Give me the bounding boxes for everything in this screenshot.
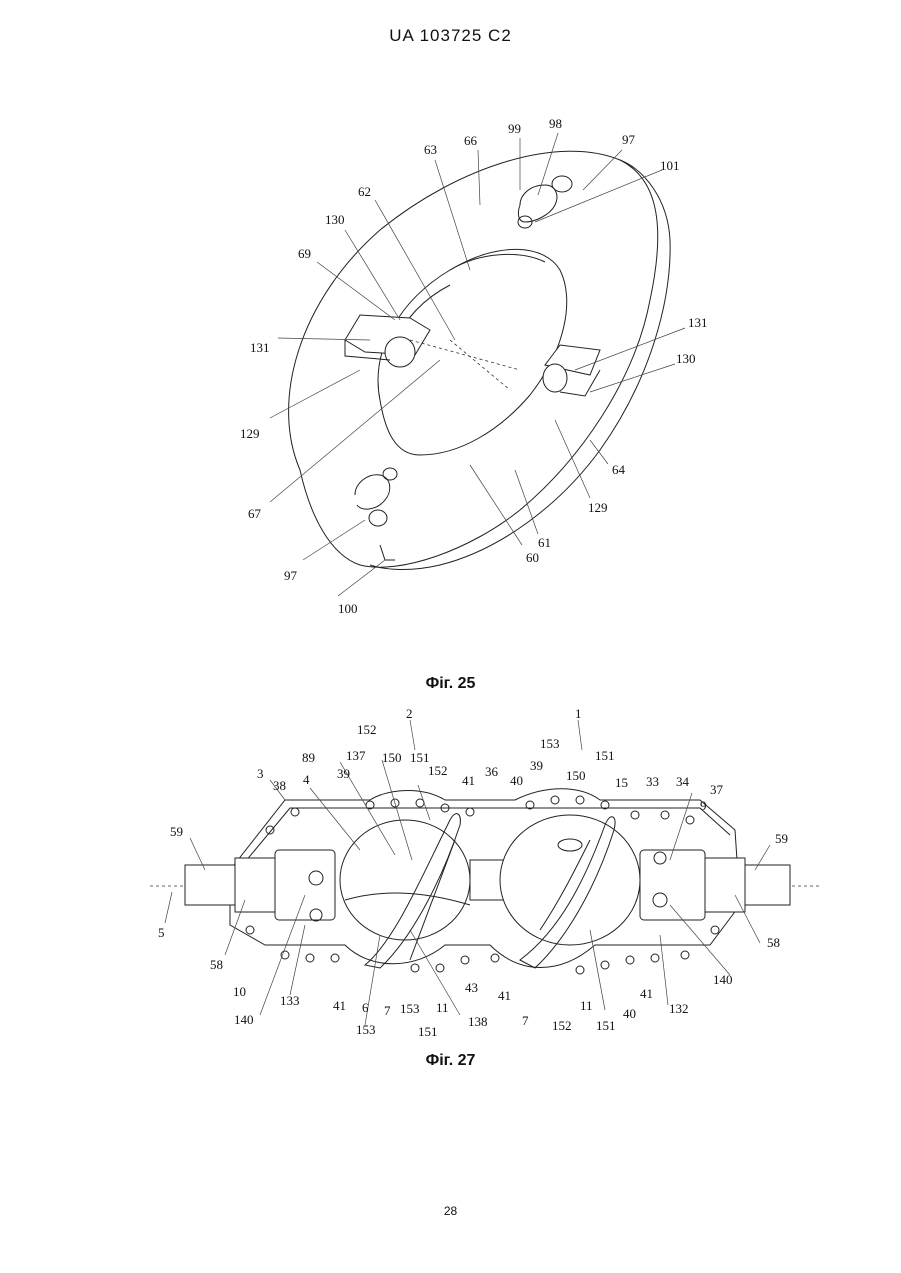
fig27-label: 153	[400, 1001, 420, 1016]
fig25-label: 131	[688, 315, 708, 330]
figure-25-caption: Фіг. 25	[0, 675, 901, 693]
fig27-label: 4	[303, 772, 310, 787]
fig27-label: 59	[170, 824, 183, 839]
fig25-label: 129	[240, 426, 260, 441]
figure-25-drawing: 99 98 97 66 63 101 62 130 69 131 131 130…	[0, 0, 901, 640]
fig27-label: 7	[384, 1003, 391, 1018]
fig27-label: 3	[257, 766, 264, 781]
fig27-label: 33	[646, 774, 659, 789]
fig25-label: 62	[358, 184, 371, 199]
fig27-label: 152	[552, 1018, 572, 1033]
page-number: 28	[0, 1204, 901, 1218]
fig27-label: 140	[234, 1012, 254, 1027]
fig27-label: 5	[158, 925, 165, 940]
fig27-label: 152	[357, 722, 377, 737]
fig27-label: 11	[580, 998, 593, 1013]
fig25-label: 99	[508, 121, 521, 136]
fig25-label: 129	[588, 500, 608, 515]
fig27-label: 150	[382, 750, 402, 765]
fig25-label: 130	[325, 212, 345, 227]
fig27-label: 58	[210, 957, 223, 972]
fig27-label: 2	[406, 706, 413, 721]
fig27-label: 151	[596, 1018, 616, 1033]
fig25-label: 69	[298, 246, 311, 261]
fig27-label: 152	[428, 763, 448, 778]
fig27-label: 41	[498, 988, 511, 1003]
fig27-label: 43	[465, 980, 478, 995]
fig27-label: 41	[640, 986, 653, 1001]
fig25-label: 67	[248, 506, 262, 521]
fig25-label: 101	[660, 158, 680, 173]
fig27-label: 36	[485, 764, 499, 779]
fig27-label: 6	[362, 1000, 369, 1015]
fig27-label: 10	[233, 984, 246, 999]
fig27-label: 151	[595, 748, 615, 763]
fig25-label: 61	[538, 535, 551, 550]
fig27-label: 7	[522, 1013, 529, 1028]
fig27-label: 150	[566, 768, 586, 783]
fig27-label: 137	[346, 748, 366, 763]
fig27-label: 40	[623, 1006, 636, 1021]
fig27-label: 140	[713, 972, 733, 987]
fig25-label: 66	[464, 133, 478, 148]
fig27-label: 40	[510, 773, 523, 788]
fig27-label: 34	[676, 774, 690, 789]
fig25-label: 97	[284, 568, 298, 583]
figure-27-caption: Фіг. 27	[0, 1052, 901, 1070]
fig27-label: 59	[775, 831, 788, 846]
fig27-label: 38	[273, 778, 286, 793]
fig27-label: 1	[575, 706, 582, 721]
figure-27-drawing: 2 1 152 153 151 89 137 150 151 152 39 41…	[0, 700, 901, 1040]
fig27-label: 153	[540, 736, 560, 751]
fig27-label: 41	[333, 998, 346, 1013]
fig25-label: 100	[338, 601, 358, 616]
fig27-label: 39	[337, 766, 350, 781]
fig25-label: 131	[250, 340, 270, 355]
fig27-label: 58	[767, 935, 780, 950]
fig25-label: 63	[424, 142, 437, 157]
fig25-label: 98	[549, 116, 562, 131]
fig25-label: 130	[676, 351, 696, 366]
fig25-label: 97	[622, 132, 636, 147]
fig27-label: 132	[669, 1001, 689, 1016]
fig27-label: 138	[468, 1014, 488, 1029]
fig27-label: 153	[356, 1022, 376, 1037]
fig27-label: 151	[410, 750, 430, 765]
fig27-label: 133	[280, 993, 300, 1008]
fig27-label: 151	[418, 1024, 438, 1039]
fig27-label: 9	[700, 798, 707, 813]
fig27-label: 37	[710, 782, 724, 797]
fig25-label: 60	[526, 550, 539, 565]
fig27-label: 39	[530, 758, 543, 773]
fig27-label: 41	[462, 773, 475, 788]
fig27-label: 89	[302, 750, 315, 765]
fig25-label: 64	[612, 462, 626, 477]
fig27-label: 15	[615, 775, 628, 790]
fig27-label: 11	[436, 1000, 449, 1015]
